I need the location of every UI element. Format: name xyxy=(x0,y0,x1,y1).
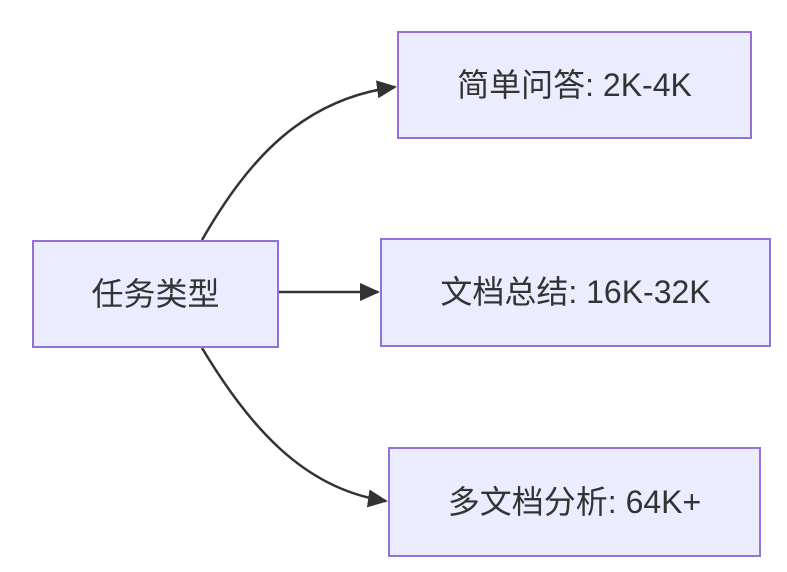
node-doc-summary: 文档总结: 16K-32K xyxy=(380,238,771,347)
node-doc-summary-label: 文档总结: 16K-32K xyxy=(440,274,711,311)
node-simple-qa-label: 简单问答: 2K-4K xyxy=(457,66,692,103)
edge-task-type-to-simple-qa xyxy=(200,80,397,241)
node-task-type-label: 任务类型 xyxy=(91,275,220,312)
node-task-type: 任务类型 xyxy=(32,240,279,348)
edge-task-type-to-multi-doc-analysis xyxy=(200,347,388,508)
node-multi-doc-analysis-label: 多文档分析: 64K+ xyxy=(447,483,702,520)
node-simple-qa: 简单问答: 2K-4K xyxy=(397,31,752,139)
node-multi-doc-analysis: 多文档分析: 64K+ xyxy=(388,447,761,557)
